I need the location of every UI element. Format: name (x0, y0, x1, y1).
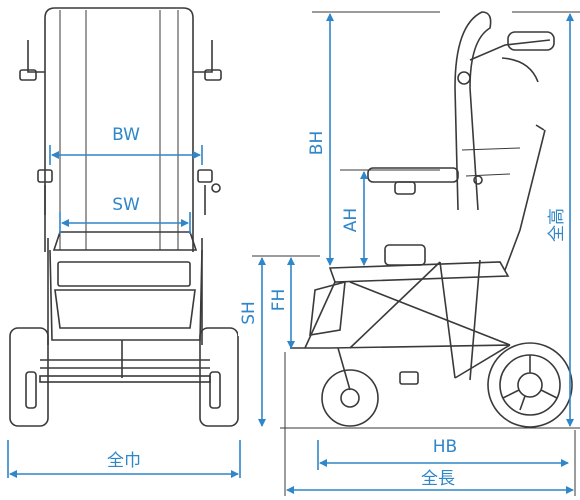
front-right-handle (193, 40, 213, 73)
side-seat (328, 261, 510, 283)
side-reference-lines (252, 11, 580, 496)
side-leg-support (309, 280, 346, 336)
dimension-overall-length: 全長 (286, 466, 574, 494)
dimension-hb: HB (317, 432, 569, 470)
side-backrest (454, 11, 492, 211)
dimension-overall-width: 全巾 (7, 440, 241, 478)
dimension-fh: FH (268, 257, 295, 349)
dimension-label-fh: FH (269, 289, 289, 312)
dimension-label-sw: SW (112, 195, 140, 215)
dimension-bw: BW (49, 120, 203, 165)
front-view-wheelchair (9, 7, 239, 427)
front-lower-frame (49, 249, 203, 341)
dimension-label-bh: BH (307, 131, 327, 155)
front-left-handle (27, 40, 45, 73)
front-seat (52, 231, 198, 251)
dimension-overall-height: 全高 (547, 13, 574, 427)
dimension-label-hb: HB (433, 437, 457, 457)
front-left-wheel (9, 327, 49, 427)
dimension-label-ah: AH (341, 208, 361, 232)
dimension-bh: BH (306, 13, 334, 266)
front-backrest-outline (44, 7, 194, 252)
dimension-sh: SH (238, 257, 266, 427)
dimension-label-bw: BW (112, 125, 140, 145)
front-right-wheel (199, 327, 239, 427)
dimension-label-overall-height: 全高 (547, 208, 567, 242)
side-push-bar (504, 129, 546, 271)
dimension-sw: SW (59, 190, 191, 234)
dimension-label-sh: SH (239, 301, 259, 325)
side-handle (469, 39, 551, 61)
dimension-label-overall-width: 全巾 (107, 451, 141, 471)
side-front-caster (321, 369, 379, 427)
dimension-label-overall-length: 全長 (421, 469, 455, 489)
dimension-ah: AH (340, 171, 368, 266)
side-view-wheelchair (290, 11, 573, 428)
